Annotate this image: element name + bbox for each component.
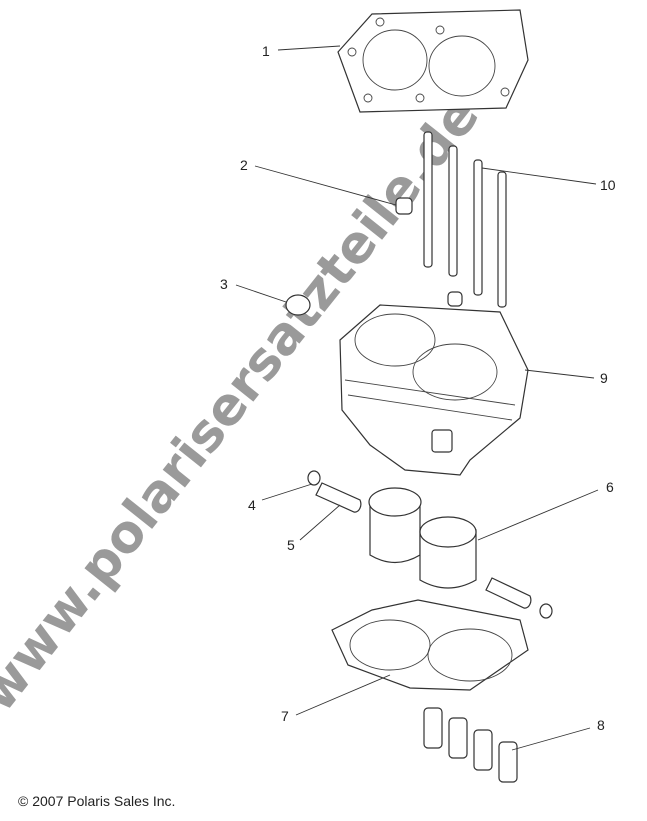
callout-10[interactable]: 10 xyxy=(600,177,616,193)
piston-pin-right[interactable] xyxy=(485,577,532,609)
callout-6[interactable]: 6 xyxy=(606,479,614,495)
callout-9[interactable]: 9 xyxy=(600,370,608,386)
callout-7[interactable]: 7 xyxy=(281,708,289,724)
head-gasket-top[interactable] xyxy=(337,9,529,113)
cylinder-block[interactable] xyxy=(339,304,529,476)
callout-4[interactable]: 4 xyxy=(248,497,256,513)
pistons[interactable] xyxy=(368,487,477,589)
callout-5[interactable]: 5 xyxy=(287,537,295,553)
dowel-pin[interactable] xyxy=(395,197,463,307)
callout-1[interactable]: 1 xyxy=(262,43,270,59)
callout-3[interactable]: 3 xyxy=(220,276,228,292)
callout-8[interactable]: 8 xyxy=(597,717,605,733)
bushings[interactable] xyxy=(423,707,518,783)
piston-pin-left[interactable] xyxy=(315,482,362,513)
copyright: © 2007 Polaris Sales Inc. xyxy=(18,793,176,809)
piston-pin-clip-right[interactable] xyxy=(539,603,553,619)
piston-pin-clip-left[interactable] xyxy=(307,470,321,486)
leader-lines xyxy=(235,45,599,751)
cap-plug[interactable] xyxy=(285,294,311,316)
base-gasket[interactable] xyxy=(331,599,529,691)
cylinder-studs[interactable] xyxy=(423,131,507,308)
callout-2[interactable]: 2 xyxy=(240,157,248,173)
